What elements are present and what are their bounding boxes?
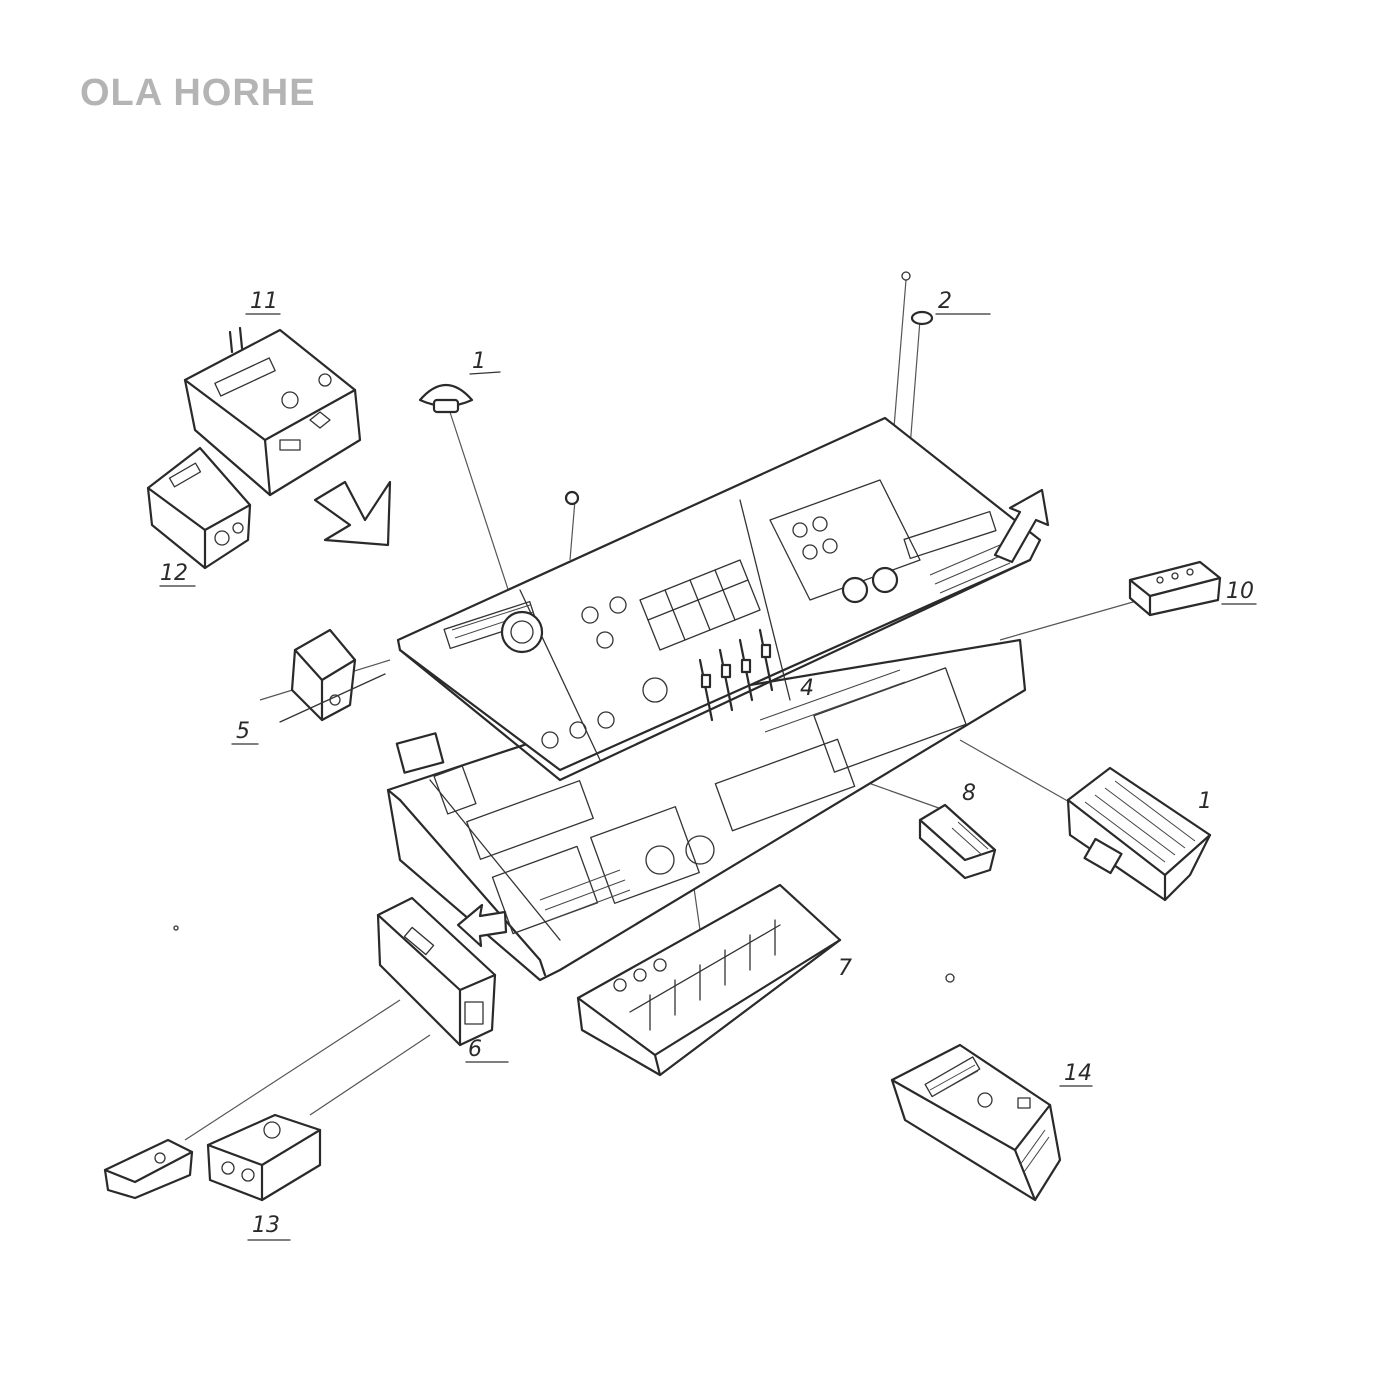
- module-14: [890, 1043, 1062, 1202]
- loose-screw: [173, 925, 179, 931]
- label-2: 2: [938, 289, 952, 314]
- label-8: 8: [962, 781, 976, 806]
- label-5: 5: [236, 719, 250, 744]
- module-9-pedal: [1066, 766, 1212, 902]
- module-8: [918, 803, 997, 880]
- exit-arrow-right: [993, 488, 1050, 564]
- module-11: [183, 326, 362, 497]
- label-13: 13: [252, 1213, 280, 1238]
- label-10: 10: [1226, 579, 1254, 604]
- label-1: 1: [472, 349, 486, 374]
- synth-base-chassis: [386, 638, 1027, 982]
- module-10: [1128, 560, 1222, 617]
- insert-arrow-left: [313, 480, 392, 547]
- synth-top-panel: [396, 416, 1042, 782]
- knob-cap-2: [901, 271, 934, 326]
- label-7: 7: [838, 956, 852, 981]
- module-6: [376, 896, 497, 1047]
- loose-washer: [945, 973, 955, 983]
- label-1b: 1: [1198, 789, 1212, 814]
- module-5: [279, 628, 445, 774]
- label-11: 11: [250, 289, 278, 314]
- label-6: 6: [468, 1037, 482, 1062]
- label-14: 14: [1064, 1061, 1092, 1086]
- insert-arrow-bottom: [456, 903, 508, 948]
- part-labels: 1 2 1 4 5 6 7 8 10 11 12 13 14: [159, 289, 1257, 1241]
- module-13: [206, 1113, 322, 1202]
- label-4: 4: [800, 676, 814, 701]
- label-12: 12: [160, 561, 188, 586]
- knob-cap-3: [564, 490, 580, 506]
- module-12: [146, 446, 252, 570]
- knob-cap-1: [418, 384, 474, 414]
- module-7-keyboard: [576, 883, 842, 1077]
- module-13-pedal: [103, 1138, 194, 1200]
- artist-title: OLA HORHE: [80, 72, 316, 114]
